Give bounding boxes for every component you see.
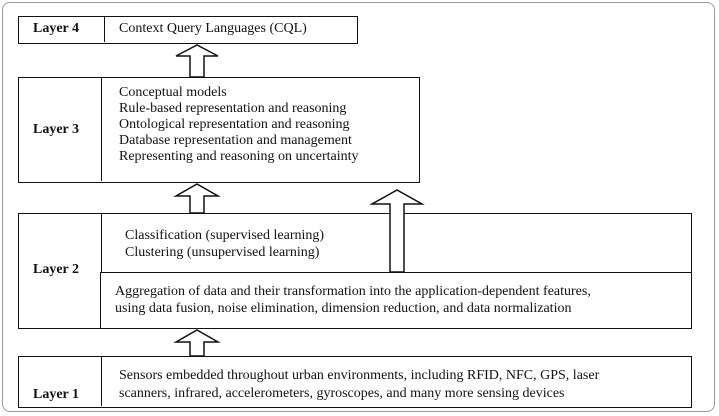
layer-2-divider xyxy=(101,214,102,327)
layer-1-line-2: scanners, infrared, accelerometers, gyro… xyxy=(119,386,565,401)
layer-3-box: Layer 3 Conceptual models Rule-based rep… xyxy=(18,77,420,183)
layer-4-divider xyxy=(104,17,105,42)
layer-2-lower-line-1: Aggregation of data and their transforma… xyxy=(115,284,591,299)
layer-2-upper-line-2: Clustering (unsupervised learning) xyxy=(125,245,320,260)
layer-4-box: Layer 4 Context Query Languages (CQL) xyxy=(18,16,358,44)
layer-3-line-4: Database representation and management xyxy=(119,133,352,148)
layer-2-upper-line-1: Classification (supervised learning) xyxy=(125,228,325,243)
layer-2-lower-line-2: using data fusion, noise elimination, di… xyxy=(115,301,572,316)
layer-1-line-1: Sensors embedded throughout urban enviro… xyxy=(119,368,600,383)
layer-4-line-1: Context Query Languages (CQL) xyxy=(119,21,307,36)
layer-1-label: Layer 1 xyxy=(33,387,80,402)
layer-1-divider xyxy=(101,357,102,406)
layer-3-line-5: Representing and reasoning on uncertaint… xyxy=(119,149,359,164)
arrow-layer1-to-layer2 xyxy=(173,329,221,357)
layer-3-line-3: Ontological representation and reasoning xyxy=(119,117,350,132)
layer-1-box: Layer 1 Sensors embedded throughout urba… xyxy=(18,356,692,408)
layer-4-label: Layer 4 xyxy=(33,21,80,36)
arrow-layer2-to-layer3 xyxy=(173,183,221,214)
arrow-aggregation-to-layer3 xyxy=(369,189,425,273)
layer-2-label: Layer 2 xyxy=(33,262,80,277)
arrow-layer3-to-layer4 xyxy=(175,44,219,78)
aggregation-box: Aggregation of data and their transforma… xyxy=(100,272,692,329)
layer-3-line-2: Rule-based representation and reasoning xyxy=(119,101,347,116)
layer-3-line-1: Conceptual models xyxy=(119,85,227,100)
layer-3-divider xyxy=(101,78,102,181)
layer-3-label: Layer 3 xyxy=(33,122,80,137)
diagram-frame xyxy=(2,2,715,412)
